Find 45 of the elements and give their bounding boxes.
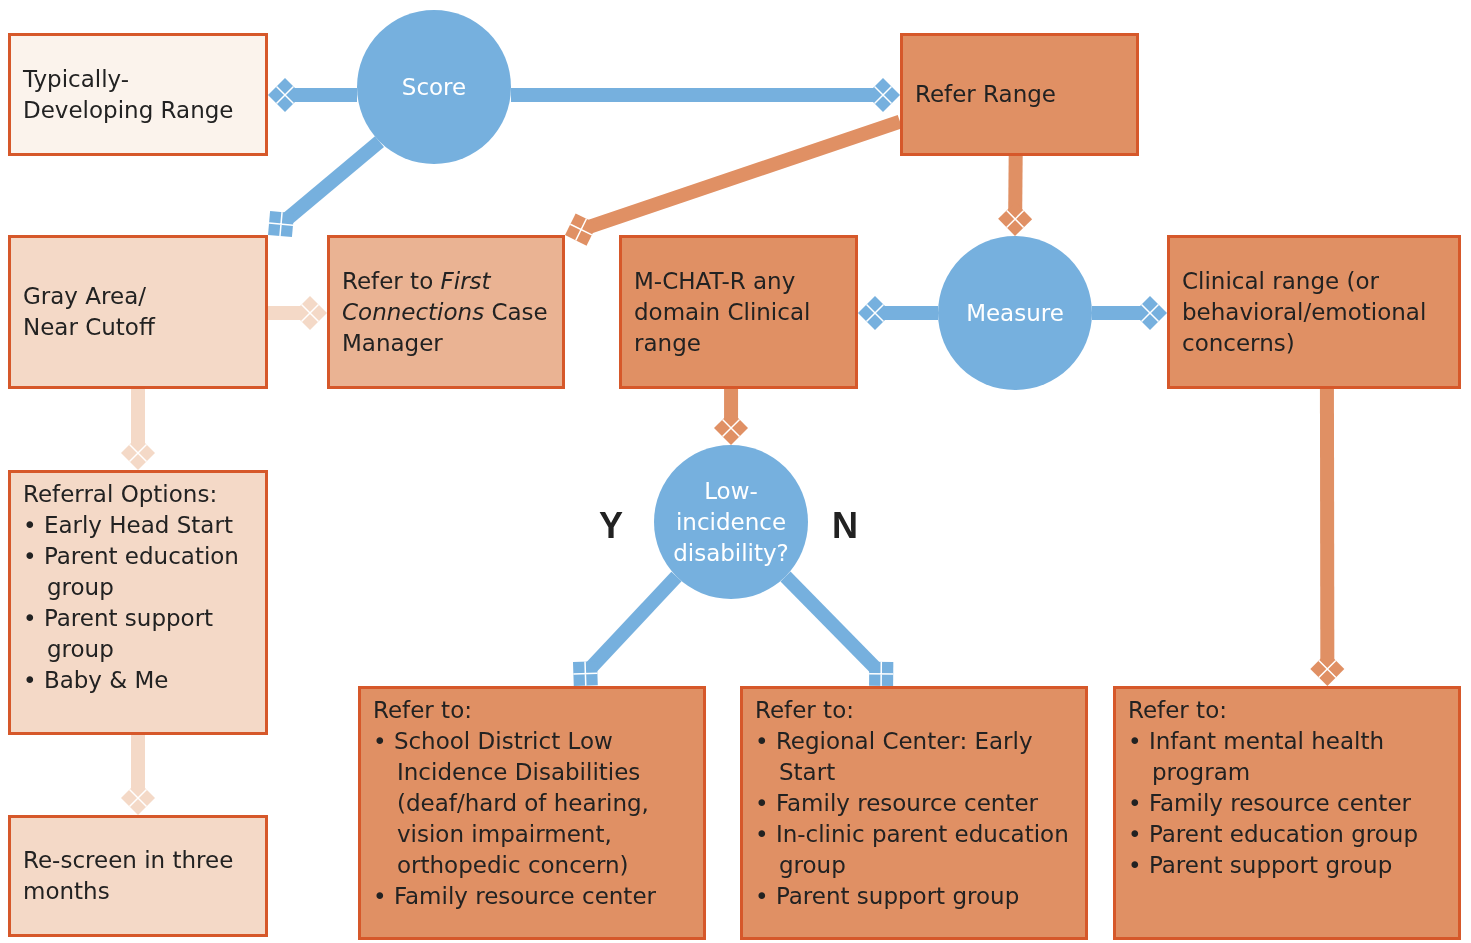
node-text: M-CHAT-R any domain Clinical range xyxy=(634,266,812,358)
bullet-item: • Parent support group xyxy=(755,882,1021,911)
bullet-item: • Regional Center: Early Start xyxy=(755,727,1034,787)
process-box xyxy=(619,235,858,389)
referral-box xyxy=(358,686,706,940)
referral-box xyxy=(1113,686,1461,940)
bullet-item: • Infant mental health program xyxy=(1128,727,1386,787)
node-text: Re-screen in three months xyxy=(23,846,235,906)
node-text: Clinical range (or behavioral/emotional concerns) xyxy=(1182,266,1428,358)
process-box xyxy=(8,235,268,389)
connector xyxy=(572,571,682,687)
bullet-item: • School District Low Incidence Disabilities (deaf/hard of hearing, vision impairment, orthopedic concern) xyxy=(373,727,650,880)
connector xyxy=(780,571,895,687)
referral-box xyxy=(740,686,1088,940)
node-text: Refer Range xyxy=(915,80,1057,109)
node-text: Low-incidence disability? xyxy=(672,476,790,568)
box-heading: Referral Options: xyxy=(23,480,219,509)
bullet-item: • Parent support group xyxy=(1128,851,1394,880)
connector xyxy=(267,77,357,113)
process-box xyxy=(1167,235,1461,389)
process-box xyxy=(327,235,565,389)
process-box xyxy=(8,33,268,156)
bullet-item: • Early Head Start xyxy=(23,511,234,540)
bullet-item: • Parent support group xyxy=(23,604,215,664)
bullet-item: • In-clinic parent education group xyxy=(755,820,1070,880)
bullet-item: • Family resource center xyxy=(1128,789,1412,818)
bullet-item: • Baby & Me xyxy=(23,666,170,695)
box-heading: Refer to: xyxy=(1128,696,1228,725)
connector xyxy=(1309,389,1346,687)
process-box xyxy=(8,815,268,937)
process-box xyxy=(900,33,1139,156)
node-text: Measure xyxy=(966,298,1064,328)
bullet-item: • Parent education group xyxy=(23,542,240,602)
bullet-item: • Family resource center xyxy=(373,882,657,911)
box-heading: Refer to: xyxy=(373,696,473,725)
box-heading: Refer to: xyxy=(755,696,855,725)
node-text: Score xyxy=(401,72,467,102)
referral-box xyxy=(8,470,268,735)
connector xyxy=(511,77,901,113)
bullet-item: • Family resource center xyxy=(755,789,1039,818)
node-text: Typically-Developing Range xyxy=(23,64,235,125)
bullet-item: • Parent education group xyxy=(1128,820,1420,849)
connector xyxy=(267,136,384,238)
node-text: Refer to First Connections Case Manager xyxy=(342,266,549,358)
node-text: Gray Area/ Near Cutoff xyxy=(23,282,157,342)
